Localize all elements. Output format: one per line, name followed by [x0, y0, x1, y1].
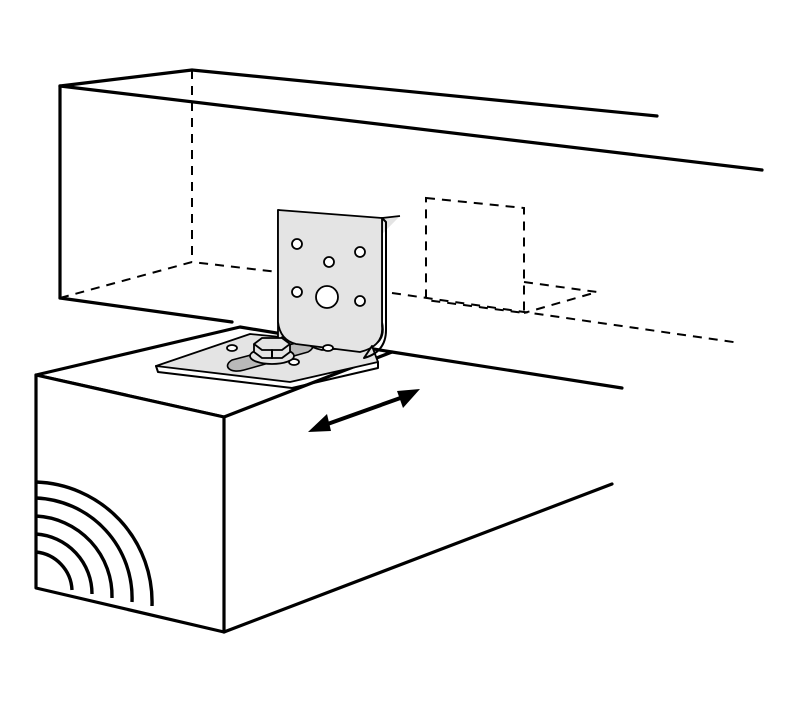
- angle-bracket: [155, 209, 401, 389]
- hidden-bracket-vertical-plate: [425, 196, 525, 315]
- movement-arrow: [308, 389, 420, 432]
- hidden-bracket-outline: [425, 196, 598, 315]
- beam-hidden-far-edge: [391, 292, 741, 344]
- bracket-base-hole-2: [322, 344, 334, 352]
- beam-front-top-edge: [58, 84, 764, 172]
- timber-side-bottom-edge: [222, 482, 614, 634]
- beam-top-edge: [58, 68, 659, 118]
- bracket-hole-2: [354, 246, 366, 258]
- arrow-shaft: [320, 394, 408, 428]
- grain-ring-1: [35, 480, 154, 607]
- bolt: [249, 337, 295, 365]
- bracket-base-hole-1: [226, 344, 238, 352]
- beam-hidden-bottom-edge: [59, 260, 279, 299]
- beam-underside-edge: [390, 350, 624, 390]
- arrowhead-left: [308, 414, 331, 432]
- bracket-hole-large: [315, 285, 339, 309]
- hidden-bracket-base-plate: [523, 281, 598, 314]
- grain-ring-3: [35, 514, 114, 599]
- bracket-hole-3: [323, 256, 335, 268]
- grain-ring-5: [35, 550, 74, 591]
- bracket-vertical-thickness: [363, 217, 387, 359]
- bracket-base-plate-edge: [155, 361, 379, 389]
- bracket-hole-1: [291, 238, 303, 250]
- bolt-head-top: [253, 337, 291, 351]
- grain-ring-4: [35, 532, 94, 595]
- bracket-vertical-plate: [277, 209, 383, 353]
- bracket-hole-4: [291, 286, 303, 298]
- grain-ring-2: [35, 496, 134, 603]
- end-grain-rings: [35, 480, 154, 607]
- upper-beam: [58, 68, 764, 390]
- bracket-hole-5: [354, 295, 366, 307]
- arrowhead-right: [397, 389, 420, 408]
- beam-bottom-front-edge: [58, 296, 234, 324]
